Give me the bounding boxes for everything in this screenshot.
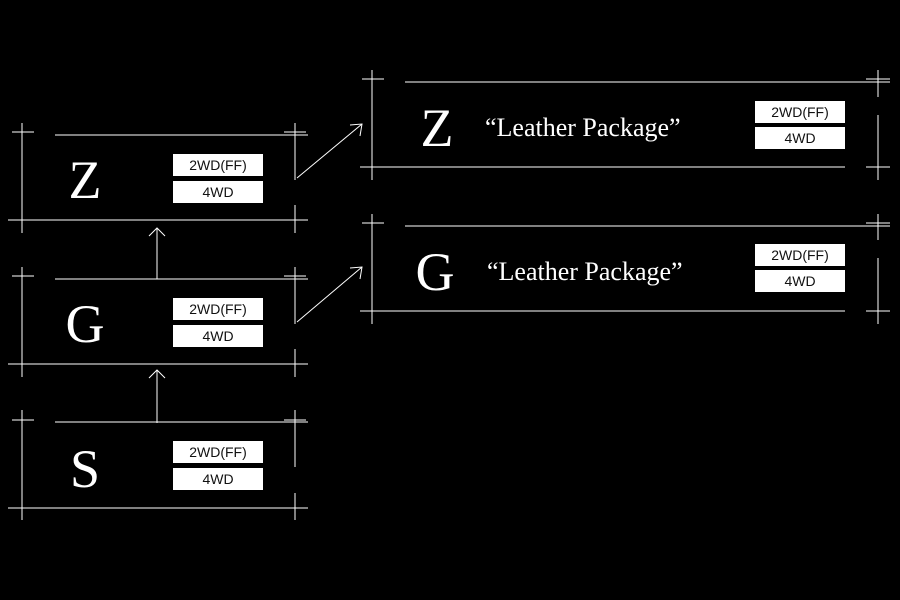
grade-block-z: Z 2WD(FF) 4WD — [8, 123, 308, 233]
badge-label: 4WD — [202, 328, 233, 344]
block-frame — [8, 410, 308, 520]
drivetrain-badge-4wd: 4WD — [755, 270, 845, 292]
drivetrain-badge-2wd: 2WD(FF) — [755, 244, 845, 266]
upgrade-arrow-g-to-z — [148, 227, 166, 279]
drivetrain-badge-4wd: 4WD — [173, 181, 263, 203]
drivetrain-badge-2wd: 2WD(FF) — [173, 441, 263, 463]
badge-label: 4WD — [784, 273, 815, 289]
block-frame — [360, 214, 890, 324]
block-frame — [8, 123, 308, 233]
badge-label: 4WD — [784, 130, 815, 146]
package-name: “Leather Package” — [487, 257, 683, 286]
block-frame — [8, 267, 308, 377]
drivetrain-badge-4wd: 4WD — [755, 127, 845, 149]
package-grade-letter: Z — [421, 98, 454, 158]
arrow-g-to-leather — [296, 266, 363, 323]
badge-label: 4WD — [202, 184, 233, 200]
badge-label: 2WD(FF) — [771, 247, 829, 263]
badge-label: 2WD(FF) — [771, 104, 829, 120]
drivetrain-badge-2wd: 2WD(FF) — [755, 101, 845, 123]
drivetrain-badge-2wd: 2WD(FF) — [173, 154, 263, 176]
package-grade-letter: G — [416, 242, 455, 302]
badge-label: 2WD(FF) — [189, 444, 247, 460]
drivetrain-badge-4wd: 4WD — [173, 325, 263, 347]
block-frame — [360, 70, 890, 180]
grade-letter: G — [66, 294, 105, 354]
drivetrain-badge-2wd: 2WD(FF) — [173, 298, 263, 320]
package-block-z-leather: Z “Leather Package” 2WD(FF) 4WD — [360, 70, 890, 180]
package-name: “Leather Package” — [485, 113, 681, 142]
badge-label: 2WD(FF) — [189, 301, 247, 317]
drivetrain-badge-4wd: 4WD — [173, 468, 263, 490]
package-block-g-leather: G “Leather Package” 2WD(FF) 4WD — [360, 214, 890, 324]
grade-letter: S — [70, 439, 100, 499]
grade-block-g: G 2WD(FF) 4WD — [8, 267, 308, 377]
badge-label: 4WD — [202, 471, 233, 487]
upgrade-arrow-s-to-g — [148, 369, 166, 423]
badge-label: 2WD(FF) — [189, 157, 247, 173]
grade-block-s: S 2WD(FF) 4WD — [8, 410, 308, 520]
grade-letter: Z — [69, 150, 102, 210]
arrow-z-to-leather — [296, 123, 363, 179]
